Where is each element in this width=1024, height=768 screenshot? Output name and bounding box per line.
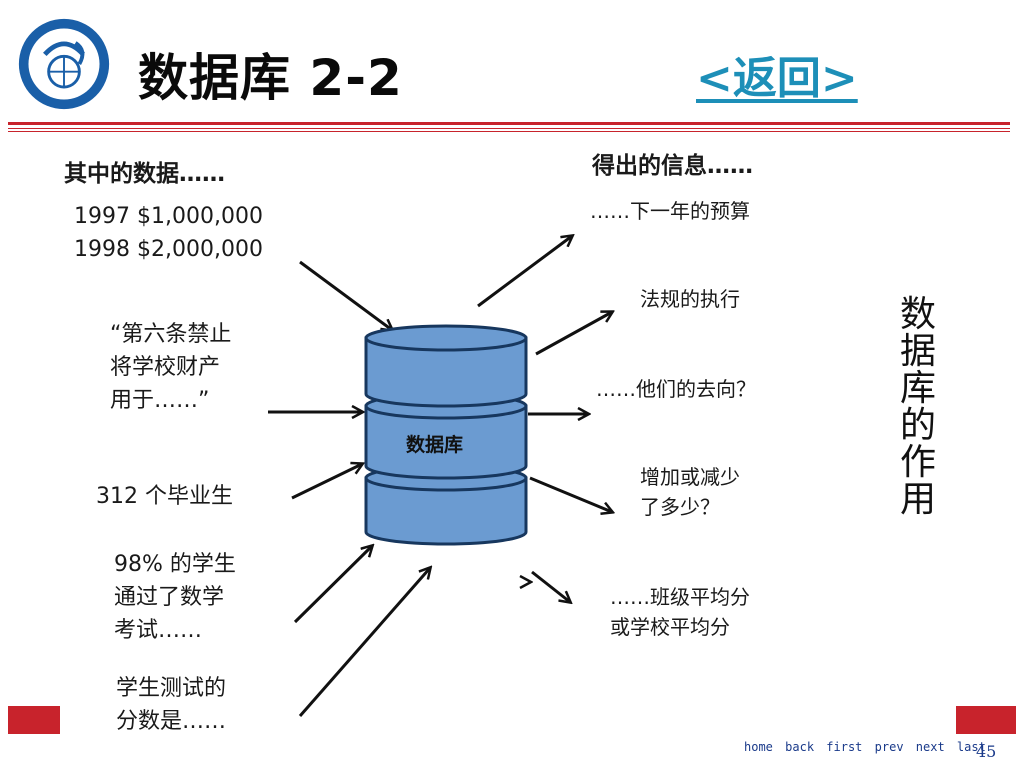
nav-last-link[interactable]: last xyxy=(956,740,986,754)
arrow-in xyxy=(293,546,372,624)
side-title-char: 用 xyxy=(899,479,936,520)
left-item-budget-data: 1997 $1,000,000 1998 $2,000,000 xyxy=(74,204,263,262)
arrow-in xyxy=(299,260,392,330)
database-label: 数据库 xyxy=(406,434,464,456)
left-item-graduates: 312 个毕业生 xyxy=(96,484,233,509)
nav-next-link[interactable]: next xyxy=(915,740,945,754)
arrow-in xyxy=(291,464,362,500)
right-heading: 得出的信息…… xyxy=(592,153,753,179)
right-item-regulation: 法规的执行 xyxy=(640,287,740,311)
database-cylinder-icon xyxy=(364,324,528,546)
left-item-test-scores: 学生测试的 分数是…… xyxy=(116,676,227,734)
right-item-change: 增加或减少 了多少？ xyxy=(640,465,740,519)
left-item-math-pass: 98% 的学生 通过了数学 考试…… xyxy=(114,552,236,643)
arrow-out xyxy=(531,570,570,602)
arrow-out xyxy=(477,236,572,308)
left-heading: 其中的数据…… xyxy=(64,161,225,187)
arrow-out xyxy=(535,312,612,356)
footer-nav: home back first prev next last xyxy=(744,740,991,754)
header-divider xyxy=(8,122,1010,125)
side-title-char: 据 xyxy=(899,331,936,372)
right-item-budget: ……下一年的预算 xyxy=(590,199,750,223)
footer-accent-right xyxy=(956,706,1016,734)
side-title-char: 的 xyxy=(899,405,936,446)
arrow-in xyxy=(298,568,430,717)
side-title-char: 数 xyxy=(899,294,936,335)
header-divider-thin xyxy=(8,128,1010,129)
back-link[interactable]: <返回> xyxy=(696,53,858,104)
shandong-institute-logo-icon xyxy=(18,18,110,110)
side-title: 数 据 库 的 作 用 xyxy=(893,296,943,518)
right-item-averages: ……班级平均分 或学校平均分 xyxy=(610,585,750,639)
side-title-char: 作 xyxy=(899,442,936,483)
arrow-out xyxy=(529,476,612,512)
right-item-whereabouts: ……他们的去向？ xyxy=(596,377,756,401)
nav-home-link[interactable]: home xyxy=(744,740,773,754)
footer-accent-left xyxy=(8,706,60,734)
page-title: 数据库 2-2 xyxy=(138,49,403,107)
left-item-regulation: “第六条禁止 将学校财产 用于……” xyxy=(110,322,232,413)
side-title-char: 库 xyxy=(899,368,936,409)
page-number: 45 xyxy=(976,742,997,761)
header-divider-thin xyxy=(8,131,1010,132)
nav-back-link[interactable]: back xyxy=(785,740,815,754)
nav-prev-link[interactable]: prev xyxy=(874,740,904,754)
nav-first-link[interactable]: first xyxy=(826,740,863,754)
